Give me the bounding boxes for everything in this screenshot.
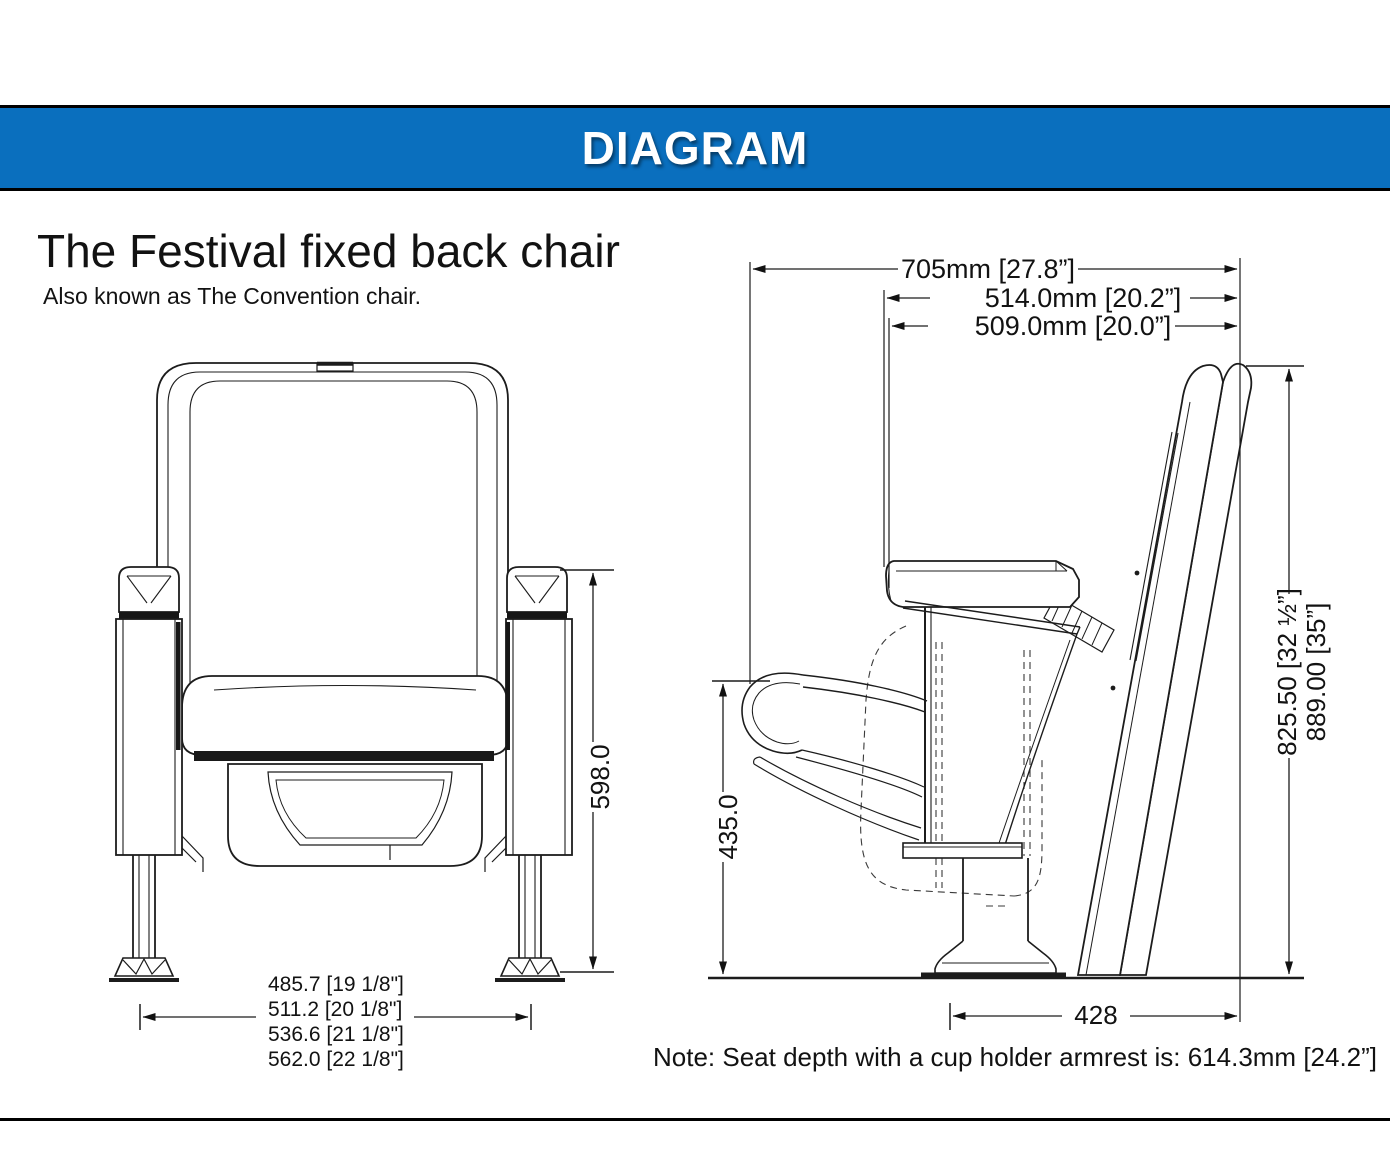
- side-folded-seat: [902, 600, 1081, 852]
- front-seat-cushion: [181, 675, 509, 761]
- dim-seat-depth-label: 509.0mm [20.0”]: [975, 311, 1172, 341]
- dim-width-option-3: 536.6 [21 1/8"]: [268, 1023, 404, 1046]
- side-hinge-bracket: [1043, 595, 1115, 653]
- dim-backrest-depth-label: 514.0mm [20.2”]: [985, 283, 1182, 313]
- bottom-rule: [0, 1118, 1390, 1121]
- side-view-drawing: [708, 362, 1304, 980]
- front-backrest: [156, 361, 509, 741]
- dim-overall-depth-label: 705mm [27.8”]: [901, 254, 1075, 284]
- front-right-leg: [495, 855, 565, 982]
- side-view-dimensions: 705mm [27.8”] 514.0mm [20.2”] 509.0mm [2…: [712, 254, 1331, 1030]
- side-floor-line: [708, 972, 1304, 980]
- seat-depth-note: Note: Seat depth with a cup holder armre…: [653, 1042, 1378, 1072]
- side-armrest: [885, 560, 1080, 608]
- side-seat-dashed-outline: [860, 625, 1043, 907]
- front-view-drawing: [109, 361, 573, 982]
- front-view-dimensions: 598.0 485.7 [19 1/8"] 511.2 [20 1/8"] 53…: [139, 569, 615, 1071]
- dim-width-option-4: 562.0 [22 1/8"]: [268, 1048, 404, 1071]
- dim-width-option-1: 485.7 [19 1/8"]: [268, 973, 404, 996]
- front-left-leg: [109, 855, 179, 982]
- dim-base-depth-label: 428: [1074, 1000, 1117, 1030]
- dim-seat-front-height-label: 435.0: [713, 794, 743, 859]
- dim-overall-height: 825.50 [32 ½”] 889.00 [35”]: [1272, 368, 1331, 975]
- dim-seat-depth: 509.0mm [20.0”]: [891, 311, 1238, 341]
- front-seat-underpanel: [227, 763, 483, 867]
- dim-overall-depth: 705mm [27.8”]: [752, 254, 1238, 284]
- dim-seat-front-height: 435.0: [713, 683, 743, 975]
- banner-title: DIAGRAM: [581, 122, 809, 174]
- dim-width-option-2: 511.2 [20 1/8"]: [268, 998, 402, 1021]
- page-title: The Festival fixed back chair: [37, 225, 620, 277]
- dim-chair-widths: 485.7 [19 1/8"] 511.2 [20 1/8"] 536.6 [2…: [139, 973, 532, 1071]
- banner: DIAGRAM: [0, 105, 1390, 191]
- front-left-armrest: [115, 566, 204, 872]
- dim-back-height-label: 598.0: [585, 744, 615, 809]
- dim-base-depth: 428: [952, 1000, 1238, 1030]
- dim-back-height: 598.0: [560, 569, 615, 973]
- dim-backrest-depth: 514.0mm [20.2”]: [886, 283, 1238, 313]
- side-backrest: [1076, 362, 1253, 976]
- front-right-armrest: [484, 566, 573, 872]
- side-seat-front-edge: [741, 672, 928, 841]
- side-pedestal: [902, 842, 1057, 974]
- extension-lines: [712, 258, 1304, 1030]
- page-subtitle: Also known as The Convention chair.: [43, 283, 422, 309]
- dim-height-high-label: 889.00 [35”]: [1301, 603, 1331, 742]
- dim-height-low-label: 825.50 [32 ½”]: [1272, 588, 1302, 756]
